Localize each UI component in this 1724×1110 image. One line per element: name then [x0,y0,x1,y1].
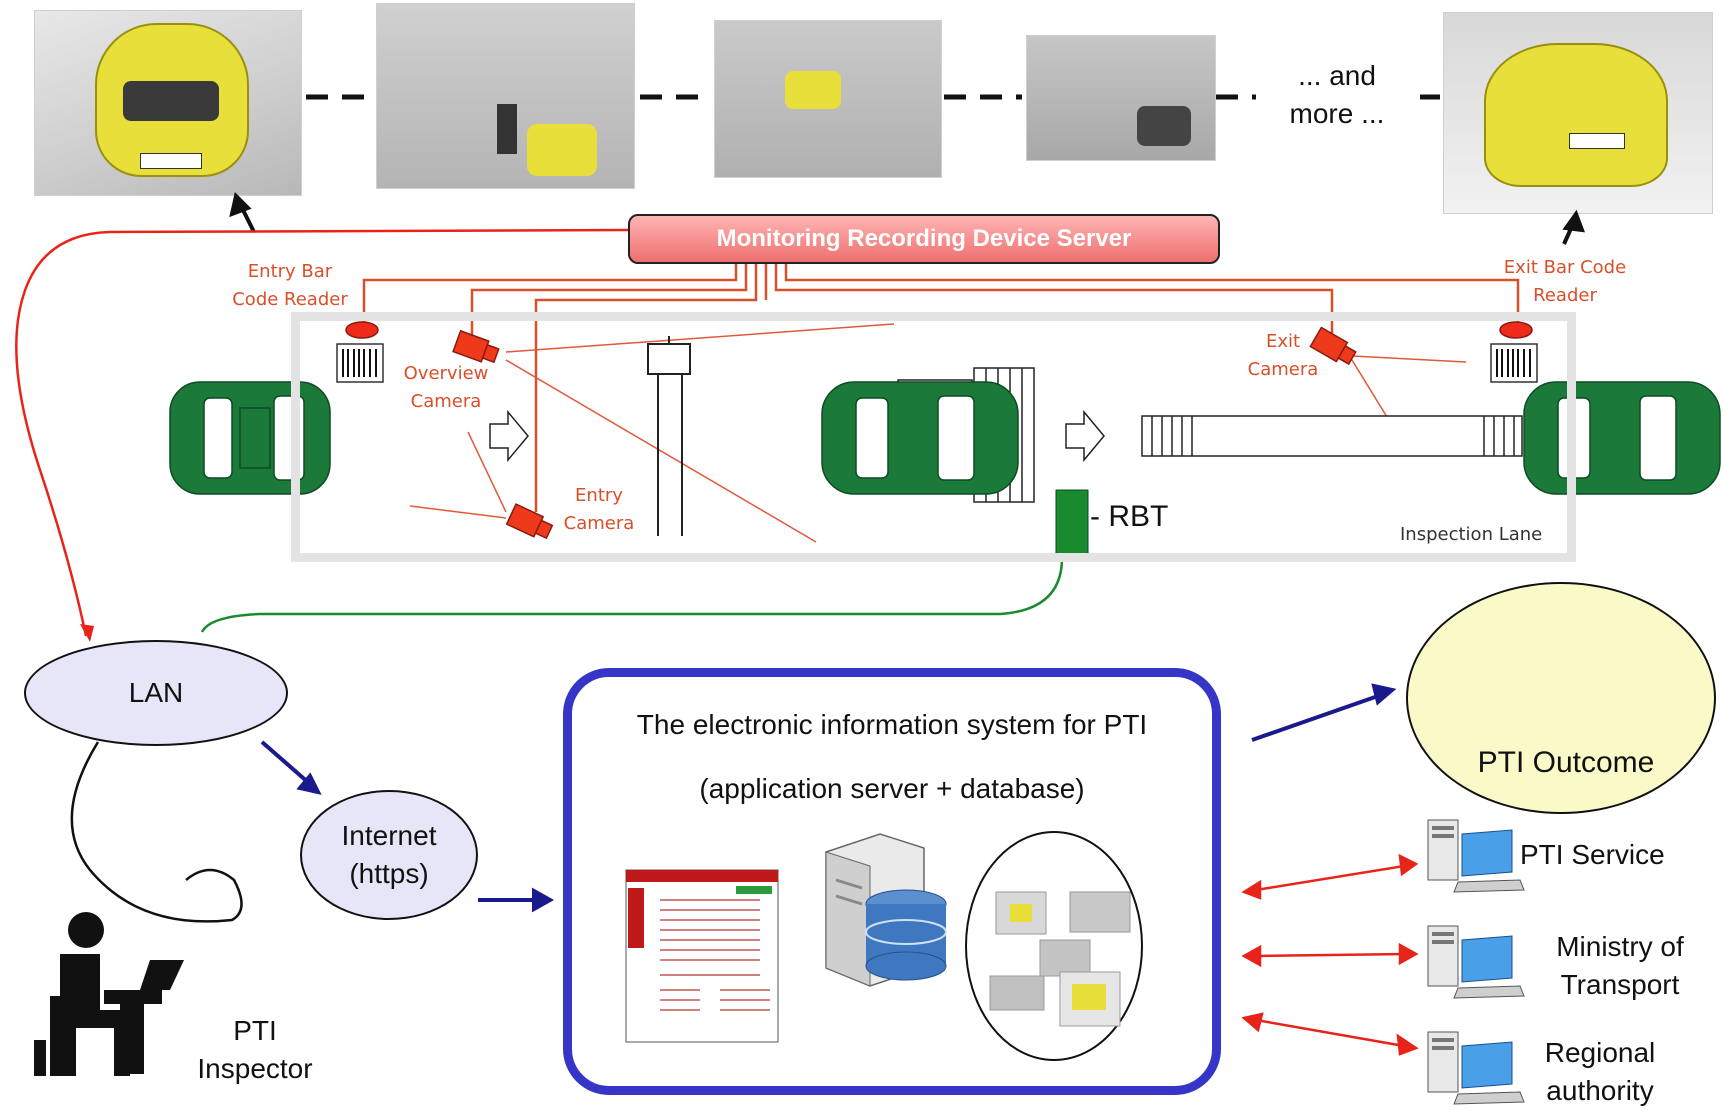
inspector-label-line2: Inspector [197,1053,313,1084]
entry-photo [34,10,302,196]
rbt-lan-link [200,557,1064,633]
regional-label: Regional authority [1520,1034,1680,1110]
inspector-label: PTI Inspector [180,1012,330,1088]
inspector-label-line1: PTI [233,1015,277,1046]
entry-camera-label-line2: Camera [563,513,635,534]
lane-photo-2 [714,20,942,178]
inspection-lane-frame [291,312,1576,562]
lan-node: LAN [24,640,288,746]
more-text: ... and more ... [1262,57,1412,133]
entry-reader-label-line1: Entry Bar [247,261,333,282]
camera-sightlines [409,323,1467,543]
photo-archive-icon [965,831,1143,1061]
internet-node: Internet (https) [300,790,478,920]
more-text-line1: ... and [1298,60,1376,91]
exit-photo [1443,12,1713,214]
eis-title: The electronic information system for PT… [636,709,1148,740]
exit-barcode-reader [1490,321,1538,383]
entry-reader-label: Entry Bar Code Reader [222,258,358,314]
car-middle-icon [821,381,1019,495]
exit-camera-label-line1: Exit [1265,331,1301,352]
pti-outcome-label: PTI Outcome [1477,746,1655,779]
inspection-lane-label: Inspection Lane [1400,524,1543,545]
inspector-icon [34,912,184,1076]
overview-camera-icon [452,329,500,364]
exit-reader-label-line1: Exit Bar Code [1503,257,1627,278]
lan-label: LAN [128,677,184,708]
entry-camera-label: Entry Camera [552,482,646,538]
rbt-label: - RBT [1090,500,1169,533]
photo-arrows [229,192,1586,245]
regional-label-line2: authority [1546,1075,1654,1106]
exit-reader-label-line2: Reader [1533,285,1597,306]
car-entry-icon [169,381,331,495]
direction-arrow-1 [489,409,529,463]
regional-label-line1: Regional [1544,1037,1656,1068]
exit-reader-label: Exit Bar Code Reader [1490,254,1640,310]
exit-camera-label: Exit Camera [1238,328,1328,384]
ministry-computer-icon [1427,925,1525,999]
eis-system-box [563,668,1221,1095]
more-text-line2: more ... [1289,98,1385,129]
blue-arrows [260,683,1397,913]
pti-outcome-node [1406,582,1716,814]
suspension-tester [1141,415,1523,457]
monitoring-server-box: Monitoring Recording Device Server [628,214,1220,264]
exit-camera-icon [1309,326,1357,366]
internet-label-line2: (https) [349,858,429,889]
direction-arrow-2 [1065,409,1105,463]
overview-camera-label-line2: Camera [410,391,482,412]
overview-camera-label: Overview Camera [394,360,498,416]
entry-reader-label-line2: Code Reader [232,289,348,310]
overview-camera-label-line1: Overview [403,363,489,384]
web-application-screenshot [625,869,779,1043]
ministry-label: Ministry of Transport [1540,928,1700,1004]
red-double-arrows [1241,853,1419,1056]
ministry-label-line1: Ministry of [1556,931,1684,962]
entry-camera-icon [505,503,554,540]
monitoring-server-label: Monitoring Recording Device Server [716,225,1132,252]
lane-photo-1 [376,3,635,189]
entry-camera-label-line1: Entry [575,485,623,506]
lan-inspector-link [70,741,243,923]
regional-computer-icon [1427,1031,1525,1105]
lane-photo-3 [1026,35,1216,161]
exit-camera-label-line2: Camera [1247,359,1319,380]
pti-service-computer-icon [1427,819,1525,893]
internet-label-line1: Internet [341,820,437,851]
server-database-icon [825,833,947,987]
pti-service-label: PTI Service [1520,839,1665,870]
headlight-tester [647,336,691,536]
server-lan-link [15,228,629,637]
ministry-label-line2: Transport [1560,969,1680,1000]
eis-subtitle: (application server + database) [699,773,1085,804]
entry-barcode-reader [336,321,384,383]
